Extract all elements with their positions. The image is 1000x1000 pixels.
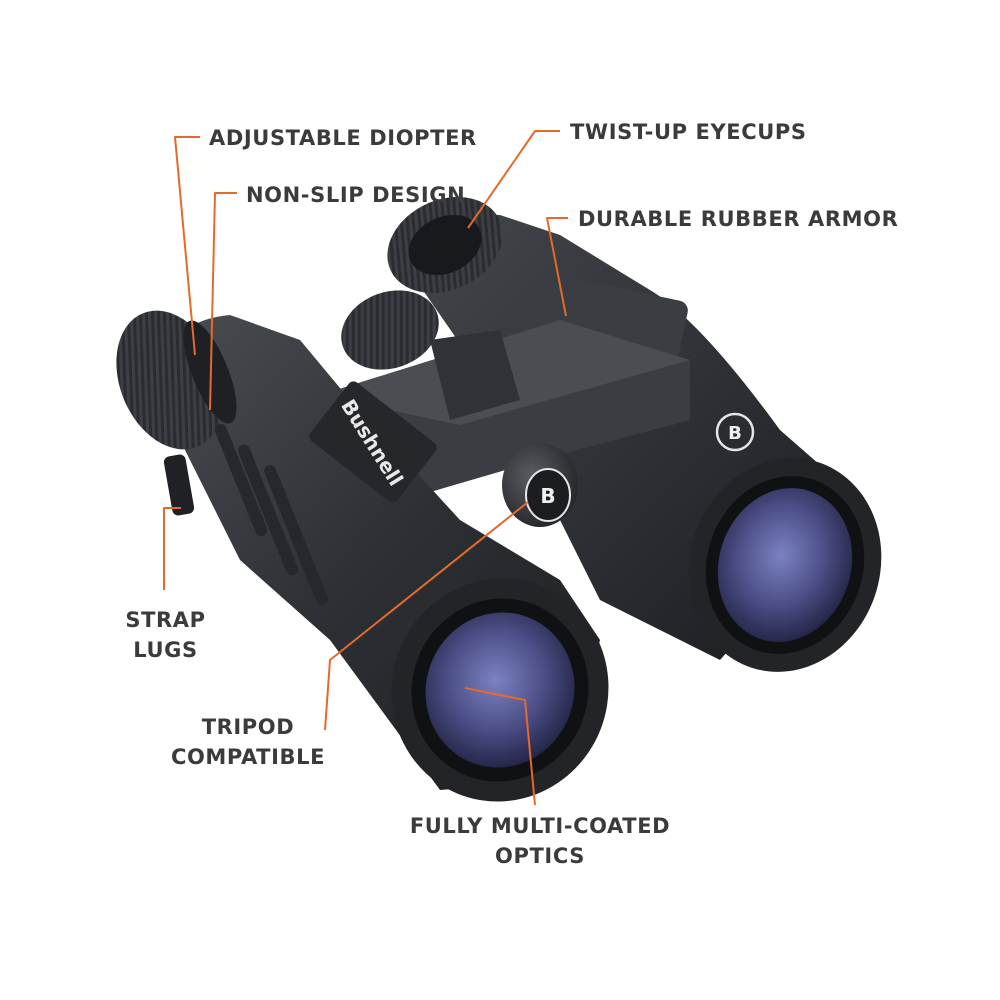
label-strap-lugs-line1: STRAP [125, 608, 206, 632]
callout-twist-up-eyecups [467, 130, 560, 229]
right-objective-lens [717, 488, 853, 642]
focus-knob: B [502, 443, 578, 527]
label-durable-rubber-armor: DURABLE RUBBER ARMOR [578, 207, 899, 231]
callout-non-slip-design [209, 192, 237, 411]
left-barrel [116, 310, 609, 802]
label-tripod-line2: COMPATIBLE [170, 745, 326, 769]
label-tripod-compatible: TRIPOD COMPATIBLE [168, 712, 328, 772]
label-adjustable-diopter: ADJUSTABLE DIOPTER [209, 126, 477, 150]
logo-badge-right [715, 412, 755, 452]
logo-letter-knob: B [540, 484, 555, 508]
label-non-slip-design: NON-SLIP DESIGN [246, 183, 466, 207]
label-optics-line2: OPTICS [495, 844, 585, 868]
grip-grooves [214, 423, 328, 605]
callout-tripod-compatible [324, 501, 529, 731]
label-optics-line1: FULLY MULTI-COATED [409, 814, 671, 838]
label-twist-up-eyecups: TWIST-UP EYECUPS [570, 120, 807, 144]
callout-optics [464, 687, 536, 806]
callout-lines [163, 130, 568, 806]
label-strap-lugs-line2: LUGS [133, 638, 198, 662]
callout-durable-rubber-armor [546, 217, 568, 317]
logo-letter-right: B [728, 423, 742, 444]
callout-strap-lugs [163, 507, 181, 590]
left-eyecup-rear [341, 290, 439, 370]
left-objective-lens [425, 612, 575, 768]
label-optics: FULLY MULTI-COATED OPTICS [400, 811, 680, 871]
label-strap-lugs: STRAP LUGS [118, 605, 213, 665]
callout-adjustable-diopter [174, 136, 200, 356]
strap-lug [163, 454, 195, 516]
label-tripod-line1: TRIPOD [201, 715, 295, 739]
